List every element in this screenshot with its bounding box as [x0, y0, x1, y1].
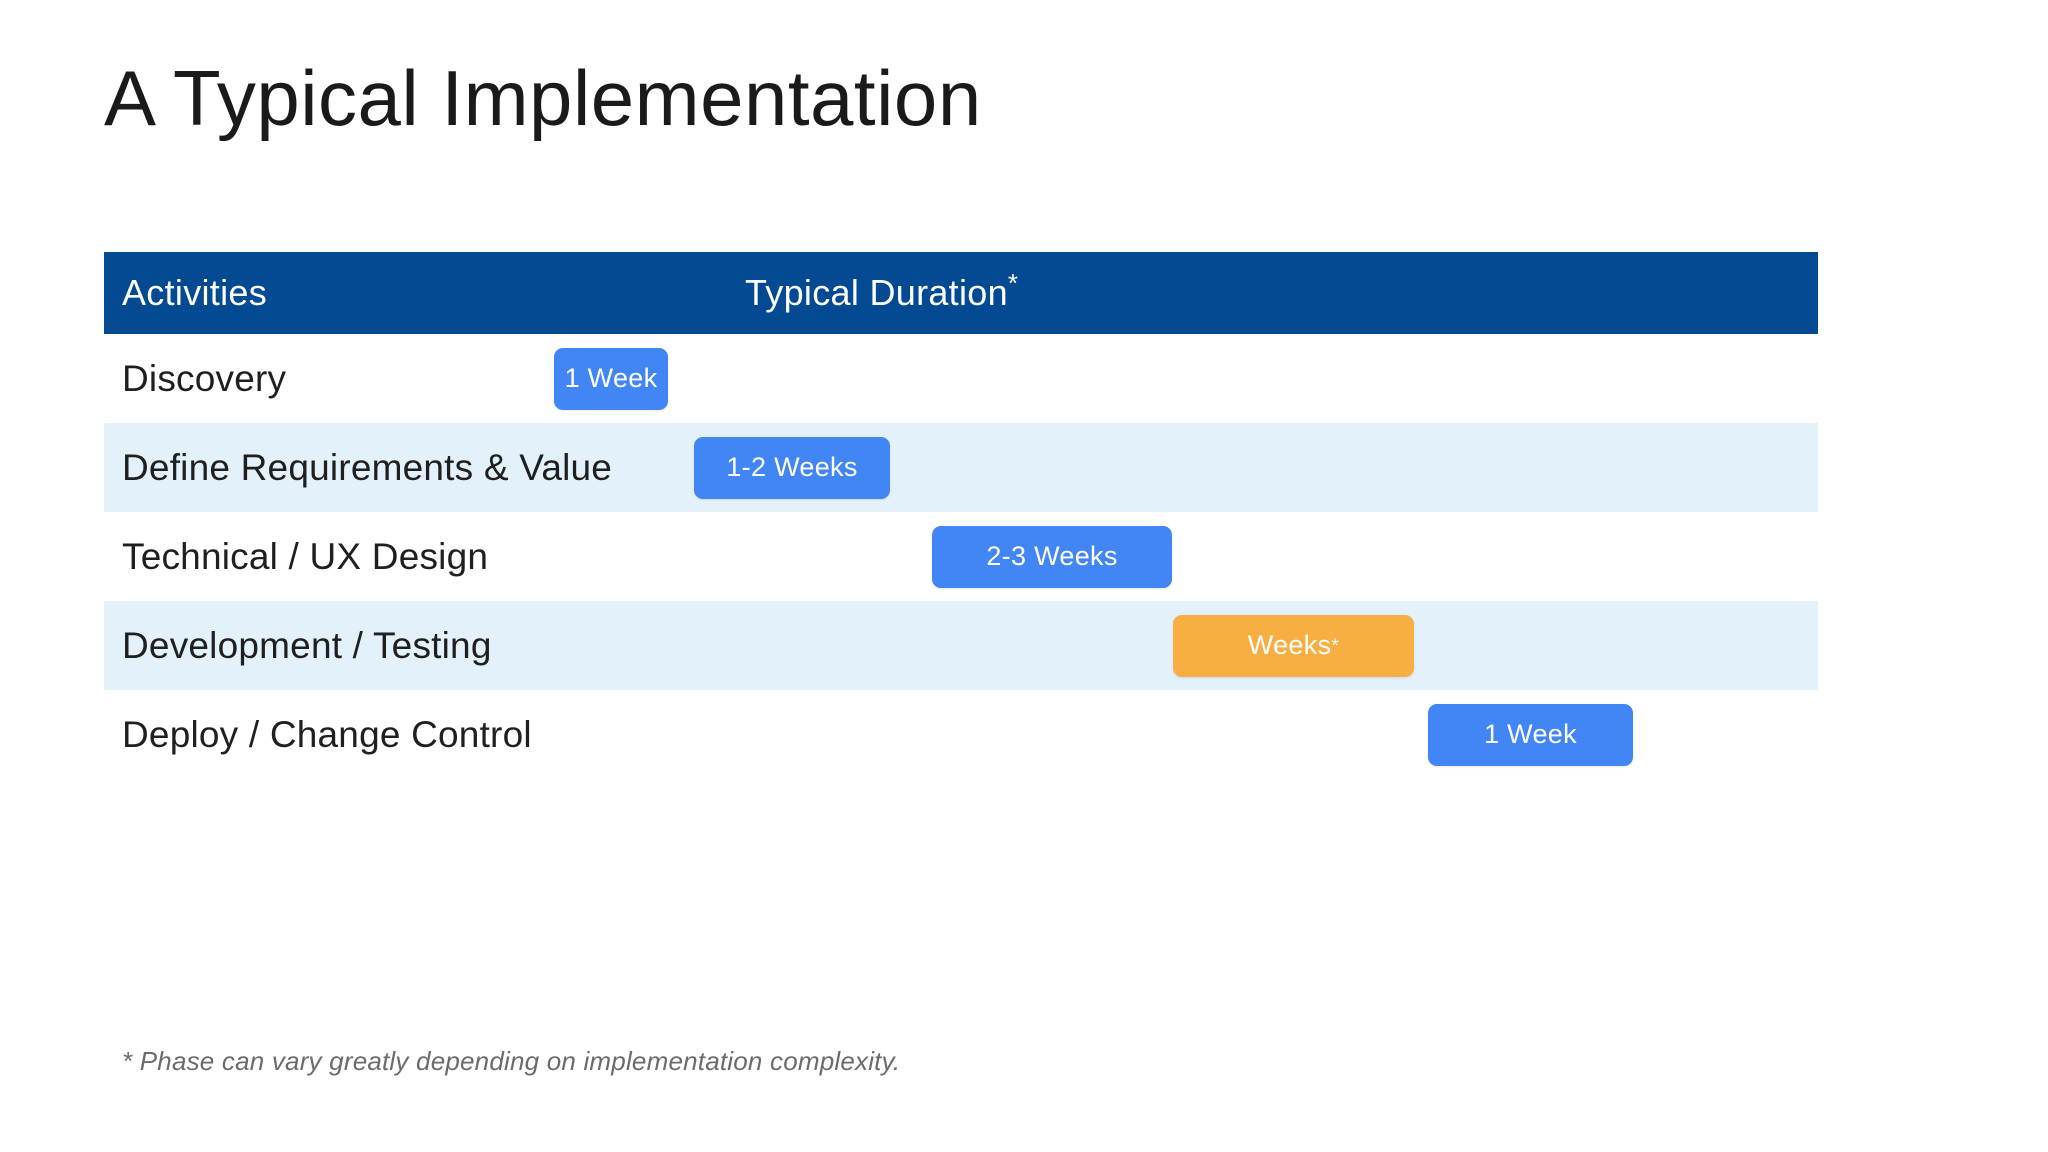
- duration-bar-deploy-change-control: 1 Week: [1428, 703, 1633, 766]
- duration-bar-development-testing: Weeks*: [1173, 614, 1414, 677]
- page-title: A Typical Implementation: [104, 54, 982, 142]
- implementation-timeline-table: Activities Typical Duration* Discovery 1…: [104, 252, 1818, 779]
- table-row: Discovery 1 Week: [104, 334, 1818, 423]
- duration-bar-label: 2-3 Weeks: [986, 541, 1118, 571]
- duration-bar-define-requirements: 1-2 Weeks: [694, 436, 890, 499]
- column-header-duration: Typical Duration*: [745, 270, 1019, 314]
- column-header-activities: Activities: [122, 272, 268, 313]
- activity-label-discovery: Discovery: [122, 357, 287, 399]
- table-row: Define Requirements & Value 1-2 Weeks: [104, 423, 1818, 512]
- duration-bar-discovery: 1 Week: [554, 347, 668, 410]
- footnote-text: * Phase can vary greatly depending on im…: [122, 1046, 901, 1076]
- table-row: Deploy / Change Control 1 Week: [104, 690, 1818, 779]
- activity-label-technical-ux-design: Technical / UX Design: [122, 535, 489, 577]
- activity-label-deploy-change-control: Deploy / Change Control: [122, 713, 532, 755]
- column-header-duration-label: Typical Duration: [745, 272, 1008, 313]
- duration-bar-label: Weeks: [1247, 630, 1332, 660]
- table-header-row: Activities Typical Duration*: [104, 252, 1818, 334]
- table-row: Development / Testing Weeks*: [104, 601, 1818, 690]
- activity-label-define-requirements: Define Requirements & Value: [122, 446, 613, 488]
- duration-bar-technical-ux-design: 2-3 Weeks: [932, 525, 1172, 588]
- column-header-duration-asterisk: *: [1007, 270, 1019, 298]
- duration-bar-label: 1-2 Weeks: [726, 452, 858, 482]
- table-row: Technical / UX Design 2-3 Weeks: [104, 512, 1818, 601]
- duration-bar-label: 1 Week: [564, 363, 658, 393]
- duration-bar-label: 1 Week: [1484, 719, 1577, 749]
- activity-label-development-testing: Development / Testing: [122, 624, 492, 666]
